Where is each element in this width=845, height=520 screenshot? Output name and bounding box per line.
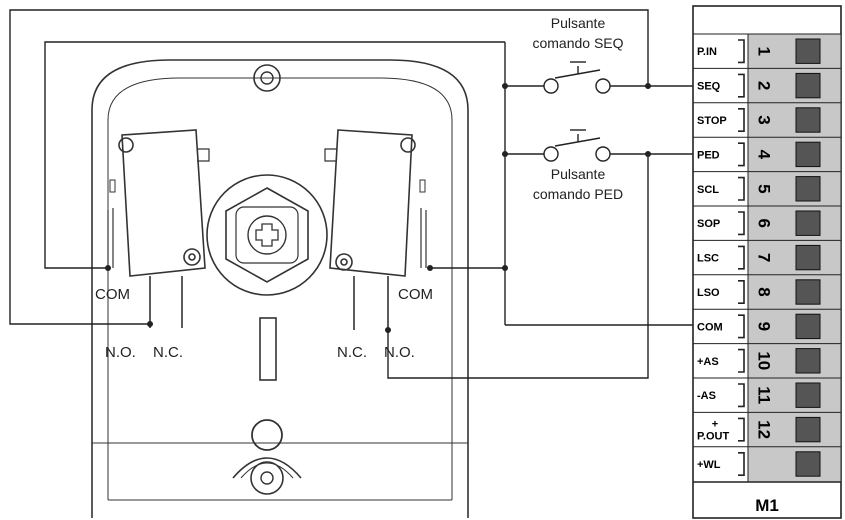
terminal-pin-label: P.OUT	[697, 430, 729, 442]
terminal-pin-label: SOP	[697, 218, 720, 230]
terminal-pin-label: COM	[697, 321, 723, 333]
left-microswitch	[107, 129, 210, 328]
terminal-pin-label: STOP	[697, 115, 727, 127]
terminal-row: SEQ 2	[693, 67, 841, 99]
terminal-row: -AS 11	[693, 377, 841, 408]
button-contacts	[543, 78, 611, 162]
terminal-row: PED 4	[693, 136, 841, 168]
terminal-row: LSO 8	[693, 274, 841, 305]
terminal-pin-label: +WL	[697, 459, 721, 471]
wire-junctions	[105, 83, 651, 333]
ped-button-label-line1: Pulsante	[551, 166, 606, 182]
terminal-screw-icon	[795, 244, 821, 271]
terminal-pin-number: 10	[755, 351, 774, 370]
terminal-pin-label: SCL	[697, 184, 719, 196]
terminal-pin-number: 2	[755, 81, 774, 90]
right-com-label: COM	[398, 286, 433, 303]
terminal-pin-number: 12	[755, 420, 774, 439]
terminal-pin-number: 7	[755, 253, 774, 262]
right-microswitch	[324, 129, 427, 330]
terminal-screw-icon	[795, 107, 821, 133]
terminal-row: P.IN 1	[693, 33, 841, 64]
seq-button-label-line2: comando SEQ	[532, 35, 623, 51]
terminal-pin-label: PED	[697, 149, 720, 161]
bottom-screw-icon	[232, 419, 302, 495]
terminal-screw-icon	[795, 451, 821, 477]
terminal-screw-icon	[795, 382, 821, 408]
terminal-pin-number: 9	[755, 322, 774, 331]
terminal-screw-icon	[795, 210, 821, 236]
terminal-row: +P.OUT 12	[693, 411, 841, 443]
slot-icon	[259, 317, 277, 381]
terminal-row: SOP 6	[693, 205, 841, 236]
terminal-pin-number: 8	[755, 287, 774, 296]
terminal-pin-number: 4	[755, 150, 774, 160]
terminal-row: COM 9	[693, 308, 841, 340]
top-screw-icon	[253, 64, 281, 92]
terminal-pin-number: 3	[755, 115, 774, 124]
terminal-screw-icon	[795, 313, 821, 340]
wires	[9, 9, 693, 379]
ped-button-label-line2: comando PED	[533, 186, 623, 202]
left-com-label: COM	[95, 286, 130, 303]
terminal-pin-number: 5	[755, 184, 774, 193]
terminal-block-name: M1	[755, 496, 779, 515]
pout-plus-symbol: +	[712, 418, 718, 430]
terminal-screw-icon	[795, 141, 821, 168]
terminal-screw-icon	[795, 279, 821, 305]
terminal-screw-icon	[795, 176, 821, 202]
left-nc-label: N.C.	[153, 344, 183, 361]
terminal-pin-number: 1	[755, 46, 774, 55]
terminal-screw-icon	[795, 72, 821, 99]
terminal-pin-number: 6	[755, 218, 774, 227]
terminal-screw-icon	[795, 38, 821, 64]
terminal-row: SCL 5	[693, 171, 841, 202]
seq-button-label-line1: Pulsante	[551, 15, 606, 31]
terminal-pin-number: 11	[755, 386, 774, 404]
terminal-screw-icon	[795, 348, 821, 374]
terminal-row: +WL	[693, 446, 841, 477]
terminal-row: +AS 10	[693, 343, 841, 374]
terminal-row: LSC 7	[693, 239, 841, 271]
left-no-label: N.O.	[105, 344, 136, 361]
terminal-pin-label: LSO	[697, 287, 720, 299]
terminal-pin-label: P.IN	[697, 46, 717, 58]
center-bolt-icon	[206, 174, 328, 296]
right-nc-label: N.C.	[337, 344, 367, 361]
right-no-label: N.O.	[384, 344, 415, 361]
terminal-pin-label: +AS	[697, 356, 719, 368]
terminal-pin-label: LSC	[697, 253, 719, 265]
terminal-row: STOP 3	[693, 102, 841, 133]
terminal-pin-label: SEQ	[697, 81, 721, 93]
terminal-pin-label: -AS	[697, 390, 716, 402]
terminal-screw-icon	[795, 416, 821, 443]
